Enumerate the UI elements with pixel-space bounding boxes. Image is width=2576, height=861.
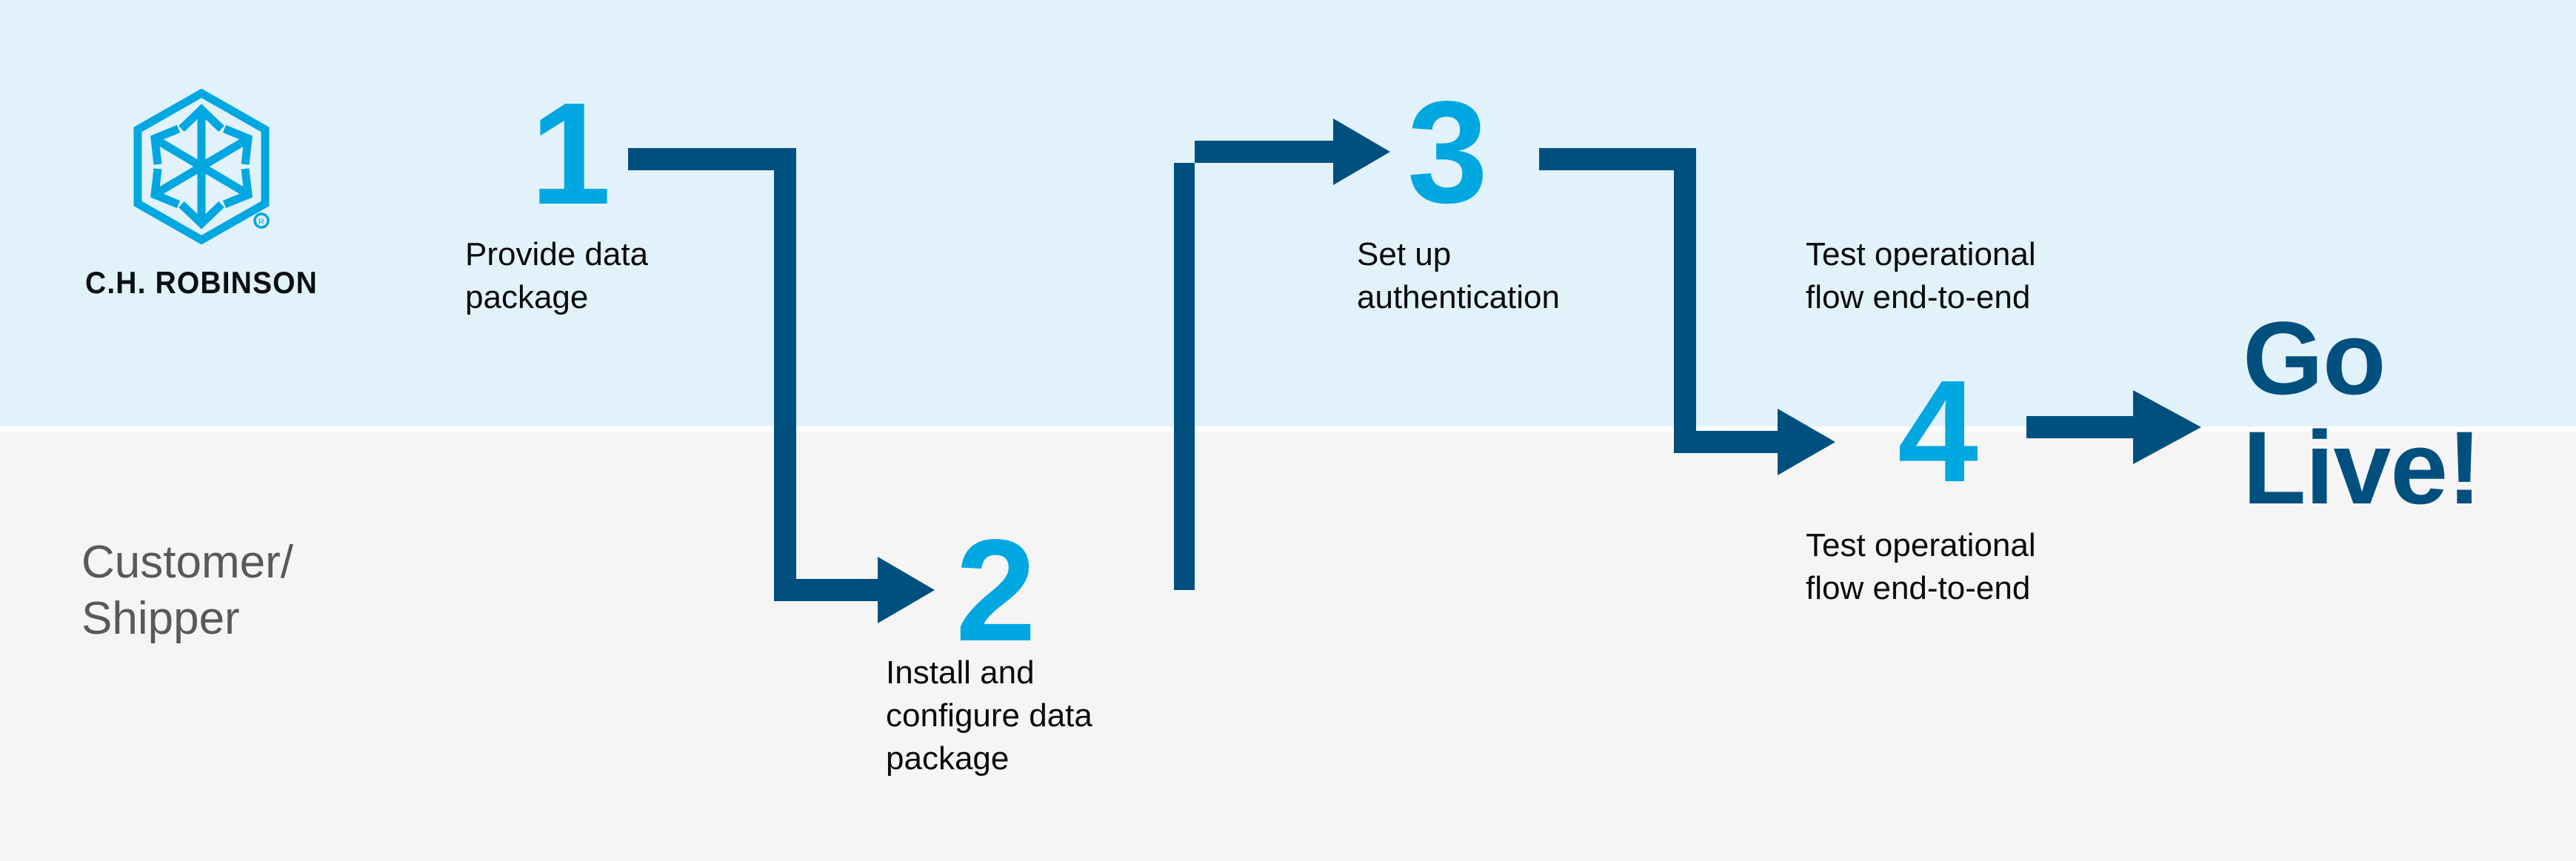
step-label-4-line2: flow end-to-end bbox=[1806, 570, 2031, 607]
step-label-2-line2: configure data bbox=[886, 697, 1092, 734]
lane-label-line2: Shipper bbox=[81, 592, 240, 644]
go-live-line1: Go bbox=[2243, 300, 2386, 416]
hexagon-cube-arrows-icon: R bbox=[46, 88, 357, 252]
annotation-top-line1: Test operational bbox=[1806, 236, 2036, 272]
step-number-3: 3 bbox=[1407, 71, 1488, 233]
go-live-callout: Go Live! bbox=[2243, 300, 2482, 526]
lane-label-line1: Customer/ bbox=[81, 537, 293, 588]
step-label-3-line1: Set up bbox=[1357, 236, 1452, 272]
step-label-4-line1: Test operational bbox=[1806, 527, 2036, 563]
step-label-1-line1: Provide data bbox=[465, 236, 649, 272]
step-number-2: 2 bbox=[955, 509, 1036, 671]
connector-step1-to-step2 bbox=[628, 148, 935, 623]
connector-step3-to-step4 bbox=[1539, 148, 1835, 475]
step-number-1: 1 bbox=[530, 73, 611, 235]
annotation-top-line2: flow end-to-end bbox=[1806, 279, 2031, 316]
step-label-2: Install and configure data package bbox=[886, 651, 1197, 780]
connector-step2-to-step3 bbox=[1174, 118, 1390, 590]
brand-wordmark: C.H. ROBINSON bbox=[85, 265, 318, 300]
step-label-1-line2: package bbox=[465, 279, 589, 316]
step-label-3-line2: authentication bbox=[1357, 279, 1560, 316]
step-label-2-line3: package bbox=[886, 740, 1010, 777]
lane-label-customer-shipper: Customer/ Shipper bbox=[81, 535, 422, 646]
svg-text:R: R bbox=[258, 218, 264, 227]
brand-block: R C.H. ROBINSON bbox=[46, 88, 357, 301]
step-number-4: 4 bbox=[1898, 350, 1978, 512]
connector-step4-to-golive bbox=[2026, 390, 2201, 464]
bottom-lane-band bbox=[0, 432, 2576, 861]
step-label-1: Provide data package bbox=[465, 233, 732, 319]
go-live-line2: Live! bbox=[2243, 409, 2482, 526]
step-label-4: Test operational flow end-to-end bbox=[1806, 524, 2117, 610]
annotation-test-operational-flow-top: Test operational flow end-to-end bbox=[1806, 233, 2117, 319]
top-lane-band bbox=[0, 0, 2576, 426]
step-label-3: Set up authentication bbox=[1357, 233, 1653, 319]
step-label-2-line1: Install and bbox=[886, 654, 1035, 691]
